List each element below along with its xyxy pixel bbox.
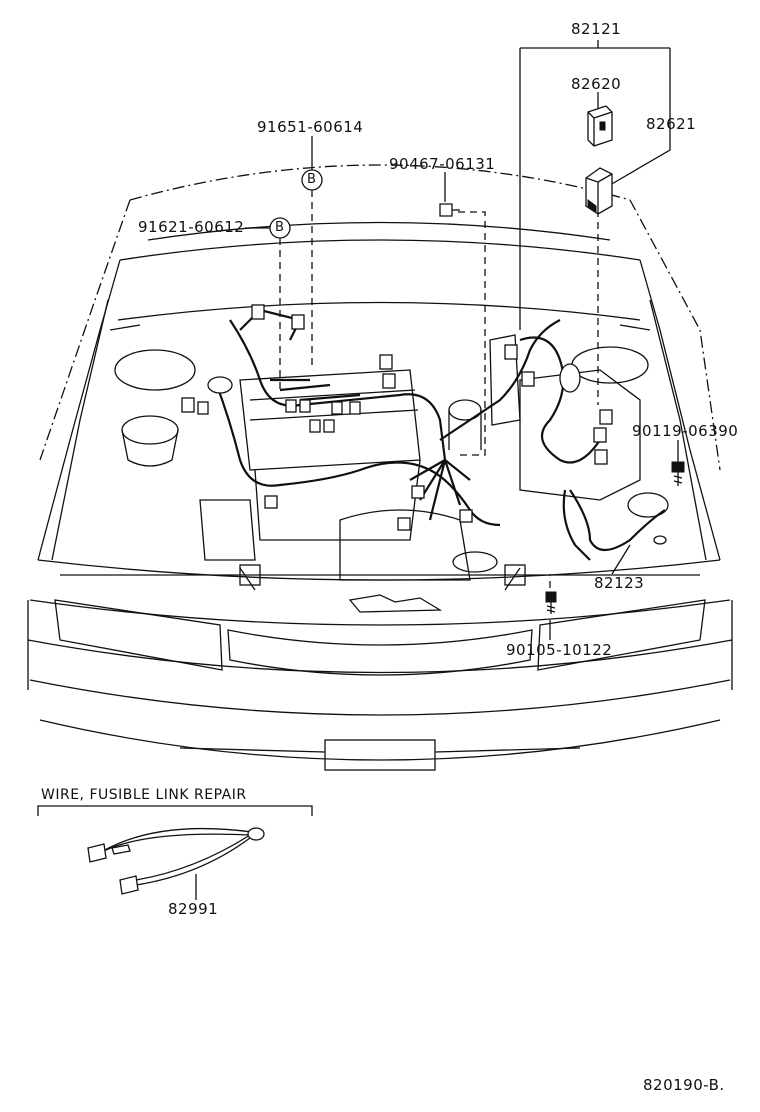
callout-letter-upper: B [307, 172, 317, 187]
leader-lines [245, 40, 679, 640]
callout-b-upper [301, 169, 323, 191]
label-82121: 82121 [571, 20, 622, 38]
car-body-outline [27, 164, 733, 771]
relay-block-82620 [587, 105, 613, 147]
repair-title: WIRE, FUSIBLE LINK REPAIR [41, 787, 247, 803]
callout-letter-lower: B [275, 220, 285, 235]
label-91621-60612: 91621-60612 [138, 218, 245, 236]
label-90105-10122: 90105-10122 [506, 641, 613, 659]
relay-block-82621 [585, 167, 613, 215]
label-82620: 82620 [571, 75, 622, 93]
bolt-icon-90119 [671, 461, 685, 486]
label-82123: 82123 [594, 574, 645, 592]
engine-bay [114, 334, 669, 613]
label-90467-06131: 90467-06131 [389, 155, 496, 173]
label-90119-06390: 90119-06390 [632, 422, 739, 440]
label-82991: 82991 [168, 900, 219, 918]
label-82621: 82621 [646, 115, 697, 133]
clip-icon-90467 [439, 203, 460, 217]
bolt-icon-90105 [545, 591, 557, 614]
label-91651-60614: 91651-60614 [257, 118, 364, 136]
callout-b-lower [269, 217, 291, 239]
fusible-link-repair-inset [37, 805, 313, 900]
engine-wire-harness [181, 304, 667, 561]
diagram-code: 820190-B. [643, 1076, 725, 1094]
